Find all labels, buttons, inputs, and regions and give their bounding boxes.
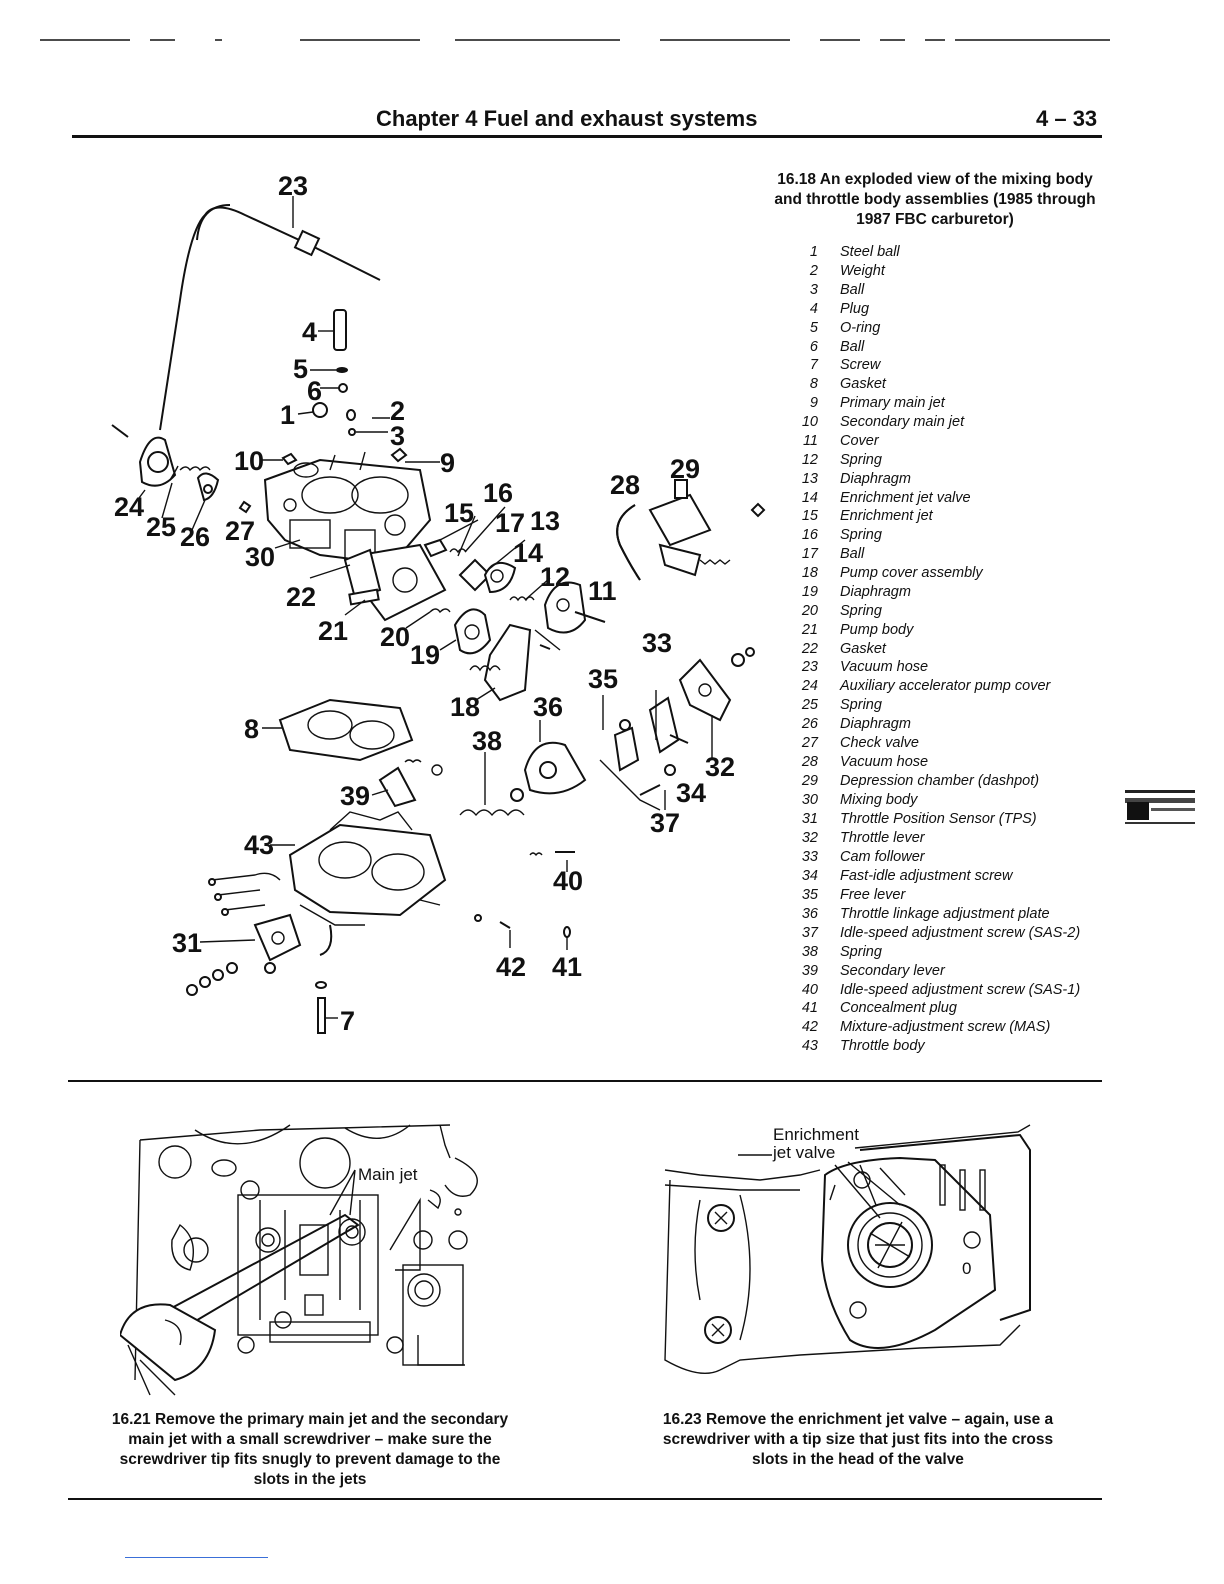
callout-12: 12	[540, 562, 570, 592]
caption-line: 1987 FBC carburetor)	[856, 211, 1014, 228]
dashpot-29	[648, 479, 731, 577]
caption-line: 16.18 An exploded view of the mixing bod…	[777, 171, 1093, 188]
enrichment-jet-valve-drawing: 0 Enrichment jet valve	[664, 1124, 1031, 1374]
callout-37: 37	[650, 808, 680, 838]
callout-14: 14	[513, 538, 543, 568]
cover-11	[543, 581, 587, 634]
caption-line: slots in the jets	[253, 1471, 367, 1488]
caption-line: screwdriver with a tip size that just fi…	[662, 1431, 1054, 1448]
callout-27: 27	[225, 516, 255, 546]
page-number: 4 – 33	[1036, 106, 1098, 131]
mixing-body-30	[263, 451, 432, 562]
callout-39: 39	[340, 781, 370, 811]
callout-3: 3	[390, 421, 405, 451]
figure-16-23-caption: 16.23 Remove the enrichment jet valve – …	[630, 1410, 1086, 1470]
callout-10: 10	[234, 446, 264, 476]
enrichment-label-line-1: Enrichment	[773, 1125, 859, 1144]
figure-16-21-caption: 16.21 Remove the primary main jet and th…	[82, 1410, 538, 1490]
callout-30: 30	[245, 542, 275, 572]
section-rule	[68, 1080, 1102, 1082]
main-jet-drawing: Main jet	[120, 1124, 478, 1396]
callout-11: 11	[588, 576, 617, 606]
callout-32: 32	[705, 752, 735, 782]
callout-36: 36	[533, 692, 563, 722]
callout-38: 38	[472, 726, 502, 756]
footer-rule	[68, 1498, 1102, 1500]
callout-20: 20	[380, 622, 410, 652]
top-scan-marks	[40, 39, 1110, 41]
scan-underline	[125, 1557, 268, 1558]
callout-1: 1	[280, 400, 295, 430]
main-jet-label: Main jet	[358, 1165, 418, 1184]
enrichment-label-line-2: jet valve	[772, 1143, 835, 1162]
callout-25: 25	[146, 512, 176, 542]
callout-26: 26	[180, 522, 210, 552]
callout-22: 22	[286, 582, 316, 612]
callout-31: 31	[172, 928, 202, 958]
svg-text:0: 0	[962, 1259, 971, 1278]
callout-35: 35	[588, 664, 618, 694]
callout-18: 18	[450, 692, 480, 722]
callout-9: 9	[440, 448, 455, 478]
callout-7: 7	[340, 1006, 355, 1036]
callout-6: 6	[307, 376, 322, 406]
callout-4: 4	[302, 317, 317, 347]
callout-2: 2	[390, 396, 405, 426]
callout-40: 40	[553, 866, 583, 896]
callout-24: 24	[114, 492, 144, 522]
throttle-body-43	[288, 811, 447, 926]
caption-line: screwdriver tip fits snugly to prevent d…	[119, 1451, 501, 1468]
callout-17: 17	[495, 508, 525, 538]
plug-4	[333, 309, 347, 351]
callout-34: 34	[676, 778, 706, 808]
callout-15: 15	[444, 498, 474, 528]
callout-28: 28	[610, 470, 640, 500]
caption-line: slots in the head of the valve	[752, 1451, 964, 1468]
screwdriver	[139, 1213, 360, 1346]
callout-5: 5	[293, 354, 308, 384]
callout-43: 43	[244, 830, 274, 860]
tps-31	[253, 913, 302, 962]
callout-23: 23	[278, 171, 308, 201]
callout-42: 42	[496, 952, 526, 982]
figure-16-18-caption: 16.18 An exploded view of the mixing bod…	[758, 170, 1112, 230]
caption-line: 16.21 Remove the primary main jet and th…	[111, 1411, 509, 1428]
chapter-thumb-tab	[1125, 790, 1195, 824]
chapter-title: Chapter 4 Fuel and exhaust systems	[376, 106, 758, 131]
caption-line: main jet with a small screwdriver – make…	[128, 1431, 492, 1448]
vacuum-hose-28	[616, 504, 641, 581]
caption-line: and throttle body assemblies (1985 throu…	[774, 191, 1096, 208]
callout-33: 33	[642, 628, 672, 658]
gasket-8	[278, 698, 414, 762]
callout-16: 16	[483, 478, 513, 508]
callout-19: 19	[410, 640, 440, 670]
caption-line: 16.23 Remove the enrichment jet valve – …	[662, 1411, 1054, 1428]
callout-29: 29	[670, 454, 700, 484]
pump-cover-18	[483, 623, 532, 702]
callout-41: 41	[552, 952, 582, 982]
secondary-lever-39	[378, 766, 417, 808]
callout-13: 13	[530, 506, 560, 536]
header-rule	[72, 135, 1102, 138]
callout-8: 8	[244, 714, 259, 744]
throttle-lever-32	[678, 658, 732, 722]
callout-21: 21	[318, 616, 348, 646]
exploded-view-diagram: 23 4 5 6 1 2 3 10 9 24 25 26 27 30 16 15…	[111, 171, 766, 1036]
